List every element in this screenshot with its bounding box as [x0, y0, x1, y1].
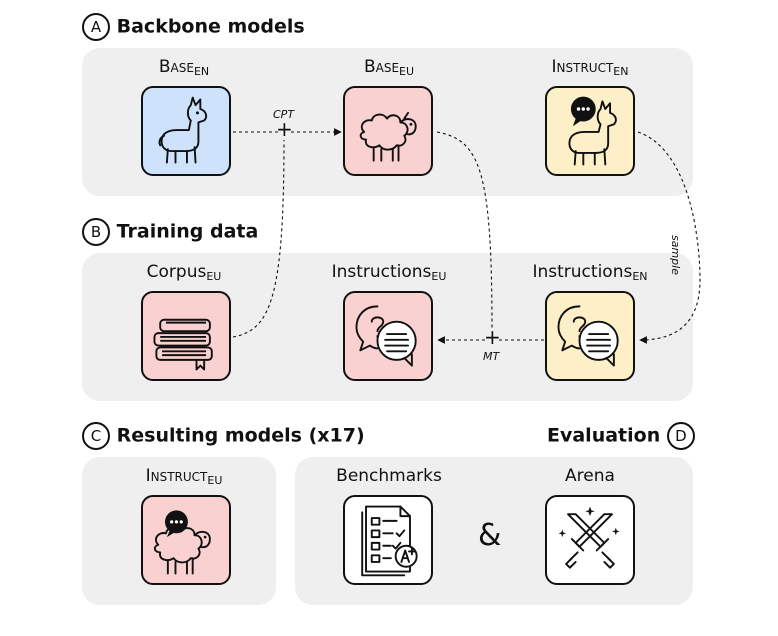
section-d-header: Evaluation D	[547, 422, 695, 450]
base-eu-to-mt-plus	[436, 131, 493, 331]
box-corpus-eu	[141, 291, 231, 381]
label-instruct-en: InstructEN	[551, 57, 629, 78]
section-c-badge: C	[82, 422, 110, 450]
box-instructions-en	[545, 291, 635, 381]
edge-label-cpt: CPT	[273, 108, 295, 121]
chat-bubbles-icon	[557, 305, 619, 367]
label-benchmarks: Benchmarks	[336, 466, 442, 486]
books-icon	[153, 318, 213, 371]
ampersand: &	[478, 518, 502, 553]
section-b-badge: B	[82, 218, 110, 246]
corpus-to-plus	[232, 139, 285, 338]
section-d-title: Evaluation	[547, 424, 661, 447]
label-instructions-en: InstructionsEN	[532, 262, 648, 283]
box-arena	[545, 495, 635, 585]
label-base-en: BaseEN	[158, 57, 210, 78]
section-a-header: A Backbone models	[82, 13, 305, 41]
section-d-badge: D	[666, 422, 695, 450]
edge-label-sample: sample	[669, 235, 682, 275]
section-c-title: Resulting models (x17)	[116, 424, 365, 447]
chatting-sheep-icon	[153, 510, 211, 575]
chat-bubbles-icon	[355, 305, 417, 367]
section-b-title: Training data	[116, 220, 259, 243]
label-instructions-eu: InstructionsEU	[331, 262, 447, 283]
edge-label-mt: MT	[483, 350, 500, 363]
label-base-eu: BaseEU	[363, 57, 415, 78]
instruct-en-sample	[637, 131, 701, 344]
box-base-eu	[343, 86, 433, 176]
llama-icon	[158, 96, 208, 164]
plus-sign-cpt: +	[276, 117, 293, 141]
sheep-icon	[359, 111, 417, 162]
box-instruct-eu	[141, 495, 231, 585]
box-instructions-eu	[343, 291, 433, 381]
plus-sign-mt: +	[484, 325, 501, 349]
section-a-title: Backbone models	[116, 15, 305, 38]
section-c-header: C Resulting models (x17)	[82, 422, 365, 450]
box-instruct-en	[545, 86, 635, 176]
label-arena: Arena	[565, 466, 615, 486]
checklist-icon	[361, 505, 418, 577]
box-base-en	[141, 86, 231, 176]
box-benchmarks	[343, 495, 433, 585]
label-corpus-eu: CorpusEU	[146, 262, 222, 283]
crossed-swords-icon	[558, 506, 620, 569]
chatting-llama-icon	[568, 96, 617, 166]
section-a-badge: A	[82, 13, 110, 41]
section-b-header: B Training data	[82, 218, 258, 246]
label-instruct-eu: InstructEU	[145, 466, 223, 487]
